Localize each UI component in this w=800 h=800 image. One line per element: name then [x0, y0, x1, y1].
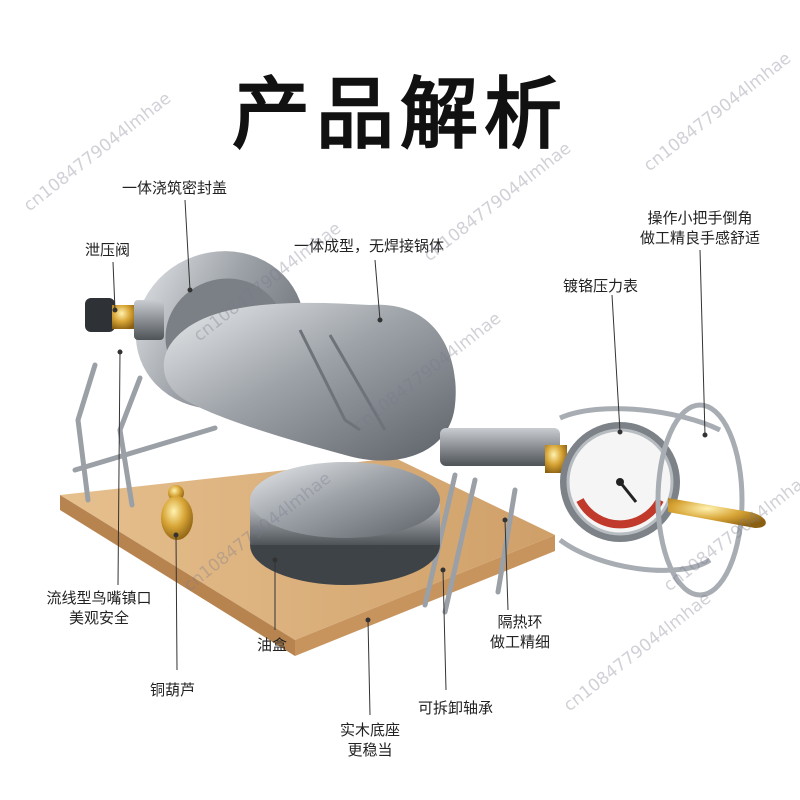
- label-copper-gourd: 铜葫芦: [150, 681, 196, 699]
- label-ring-line1: 隔热环: [497, 613, 543, 631]
- label-bearing: 可拆卸轴承: [418, 699, 494, 717]
- label-handle: 操作小把手倒角 做工精良手感舒适: [610, 208, 790, 248]
- callout-lines: [112, 199, 708, 716]
- label-ring: 隔热环 做工精细: [470, 612, 570, 652]
- page-title: 产品解析: [231, 70, 568, 160]
- pot-body: [163, 302, 456, 461]
- shaft-assembly: [440, 428, 567, 473]
- label-spout-line1: 流线型鸟嘴镇口: [46, 589, 152, 607]
- oil-box: [250, 462, 440, 585]
- relief-valve: [85, 298, 164, 340]
- handle-knob: [668, 498, 766, 528]
- pressure-gauge: [560, 422, 680, 542]
- label-base: 实木底座 更稳当: [318, 720, 422, 760]
- handle-cage: [558, 402, 745, 598]
- label-oil-box: 油盒: [257, 636, 288, 654]
- label-base-line1: 实木底座: [339, 721, 400, 739]
- label-handle-line2: 做工精良手感舒适: [639, 229, 760, 247]
- label-gauge: 镀铬压力表: [563, 277, 639, 295]
- copper-gourd: [161, 485, 193, 540]
- label-relief-valve: 泄压阀: [85, 241, 131, 259]
- label-spout: 流线型鸟嘴镇口 美观安全: [18, 588, 180, 628]
- label-base-line2: 更稳当: [347, 741, 393, 759]
- left-stand: [72, 362, 218, 508]
- label-one-piece-body: 一体成型，无焊接锅体: [294, 237, 445, 255]
- label-sealed-lid: 一体浇筑密封盖: [122, 179, 228, 197]
- label-handle-line1: 操作小把手倒角: [647, 209, 753, 227]
- label-ring-line2: 做工精细: [489, 633, 550, 651]
- label-spout-line2: 美观安全: [68, 609, 129, 627]
